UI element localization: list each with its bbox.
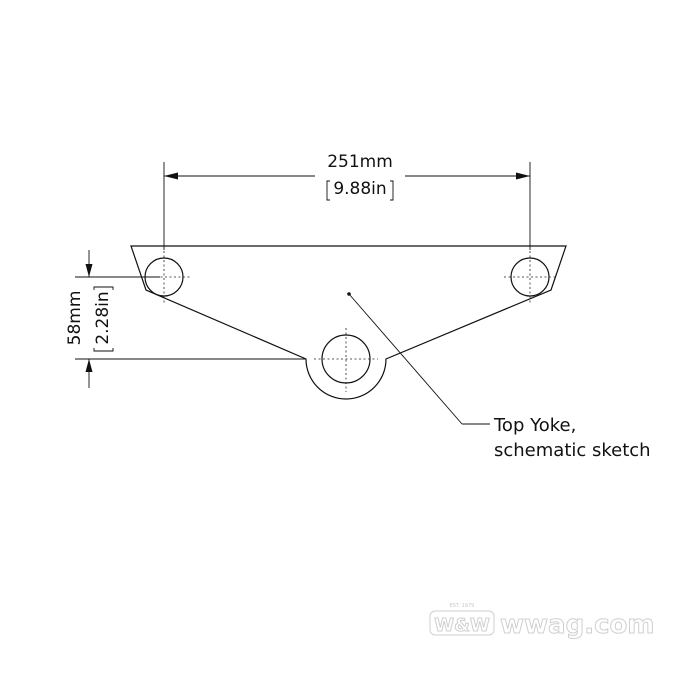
callout-leader xyxy=(347,292,490,425)
callout-label-line1: Top Yoke, xyxy=(493,415,576,436)
watermark-logo-text: W&W xyxy=(434,615,490,636)
hole-center xyxy=(314,328,378,392)
top-yoke-outline xyxy=(130,245,567,400)
width-metric-label: 251mm xyxy=(327,152,393,172)
watermark-est: EST. 1979 xyxy=(450,603,475,609)
height-metric-label: 58mm xyxy=(65,291,85,346)
callout-label-line2: schematic sketch xyxy=(494,440,651,461)
height-imperial-label: 2.28in xyxy=(93,291,113,344)
watermark-site: wwag.com xyxy=(500,610,654,640)
width-imperial-label: 9.88in xyxy=(333,179,386,199)
width-dimension: 251mm 9.88in xyxy=(163,152,531,250)
watermark-logo: EST. 1979 W&W wwag.com xyxy=(429,603,655,641)
height-dimension: 58mm 2.28in xyxy=(65,250,306,388)
hole-right xyxy=(504,251,556,303)
